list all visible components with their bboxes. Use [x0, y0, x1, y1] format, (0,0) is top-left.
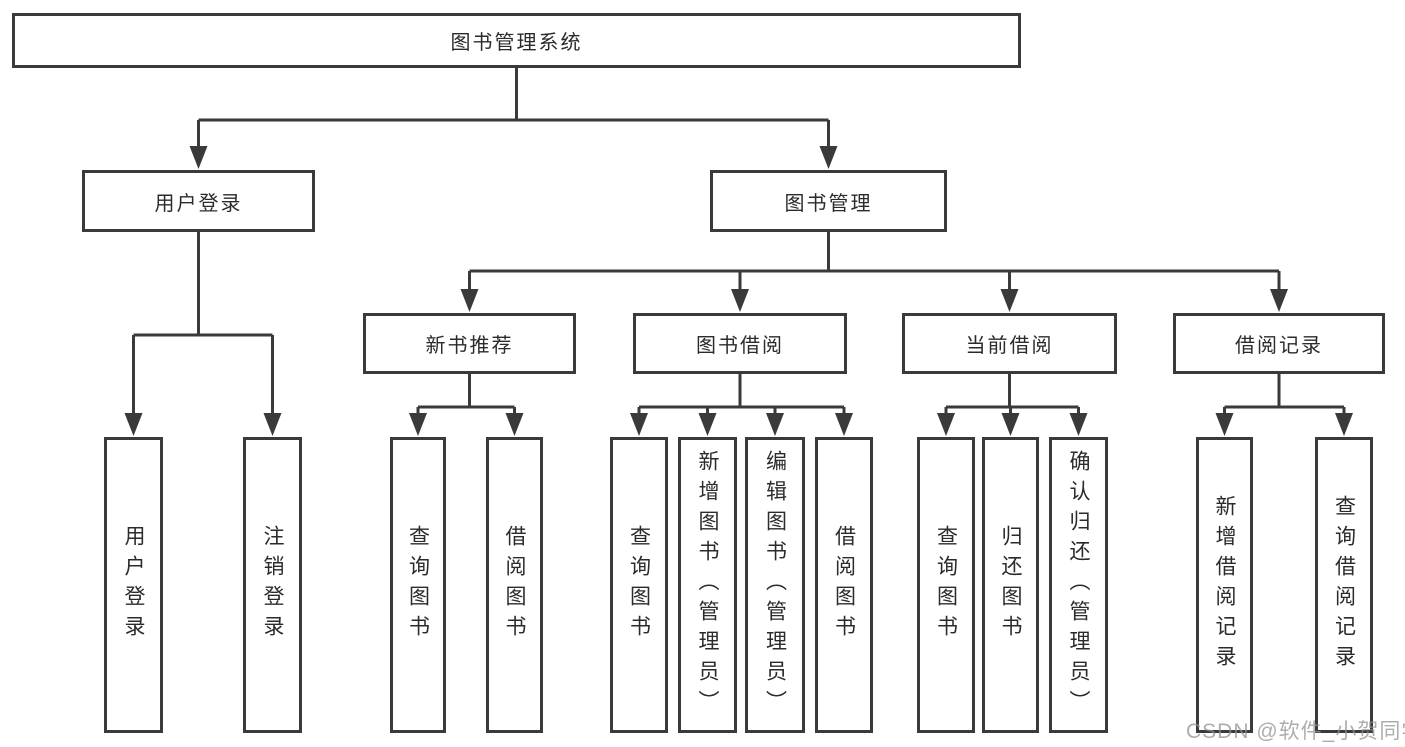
node-book-management: 图书管理: [710, 170, 947, 232]
leaf-label: 注销登录: [261, 525, 284, 645]
leaf-label: 归还图书: [999, 525, 1022, 645]
node-leaf-user-login: 用户登录: [104, 437, 163, 733]
node-root-system: 图书管理系统: [12, 13, 1021, 68]
leaf-label: 借阅图书: [832, 525, 856, 645]
node-leaf-cb-return-books: 归还图书: [982, 437, 1039, 733]
node-current-borrowing: 当前借阅: [902, 313, 1117, 374]
leaf-label: 新增借阅记录: [1213, 495, 1236, 675]
node-leaf-bb-query-books: 查询图书: [610, 437, 668, 733]
node-leaf-br-add-record: 新增借阅记录: [1196, 437, 1253, 733]
node-leaf-br-query-record: 查询借阅记录: [1315, 437, 1373, 733]
node-leaf-bb-edit-books: 编辑图书（管理员）: [745, 437, 805, 733]
node-leaf-cb-confirm-return: 确认归还（管理员）: [1049, 437, 1108, 733]
node-leaf-bb-borrow-books: 借阅图书: [815, 437, 873, 733]
watermark: CSDN @软件_小贺同学: [1186, 720, 1405, 743]
leaf-label: 查询图书: [934, 525, 958, 645]
node-leaf-nbr-query-books: 查询图书: [390, 437, 446, 733]
leaf-label: 用户登录: [122, 525, 145, 645]
node-book-borrowing: 图书借阅: [633, 313, 847, 374]
leaf-label: 编辑图书（管理员）: [763, 450, 787, 720]
leaf-label: 新增图书（管理员）: [696, 450, 719, 720]
leaf-label: 确认归还（管理员）: [1067, 450, 1090, 720]
leaf-label: 查询借阅记录: [1332, 495, 1356, 675]
leaf-label: 查询图书: [627, 525, 651, 645]
node-leaf-cb-query-books: 查询图书: [917, 437, 975, 733]
node-leaf-logout: 注销登录: [243, 437, 302, 733]
node-user-login: 用户登录: [82, 170, 315, 232]
node-borrowing-records: 借阅记录: [1173, 313, 1385, 374]
node-new-book-recommend: 新书推荐: [363, 313, 576, 374]
node-leaf-bb-add-books: 新增图书（管理员）: [678, 437, 737, 733]
leaf-label: 借阅图书: [503, 525, 526, 645]
leaf-label: 查询图书: [406, 525, 430, 645]
node-leaf-nbr-borrow-books: 借阅图书: [486, 437, 543, 733]
